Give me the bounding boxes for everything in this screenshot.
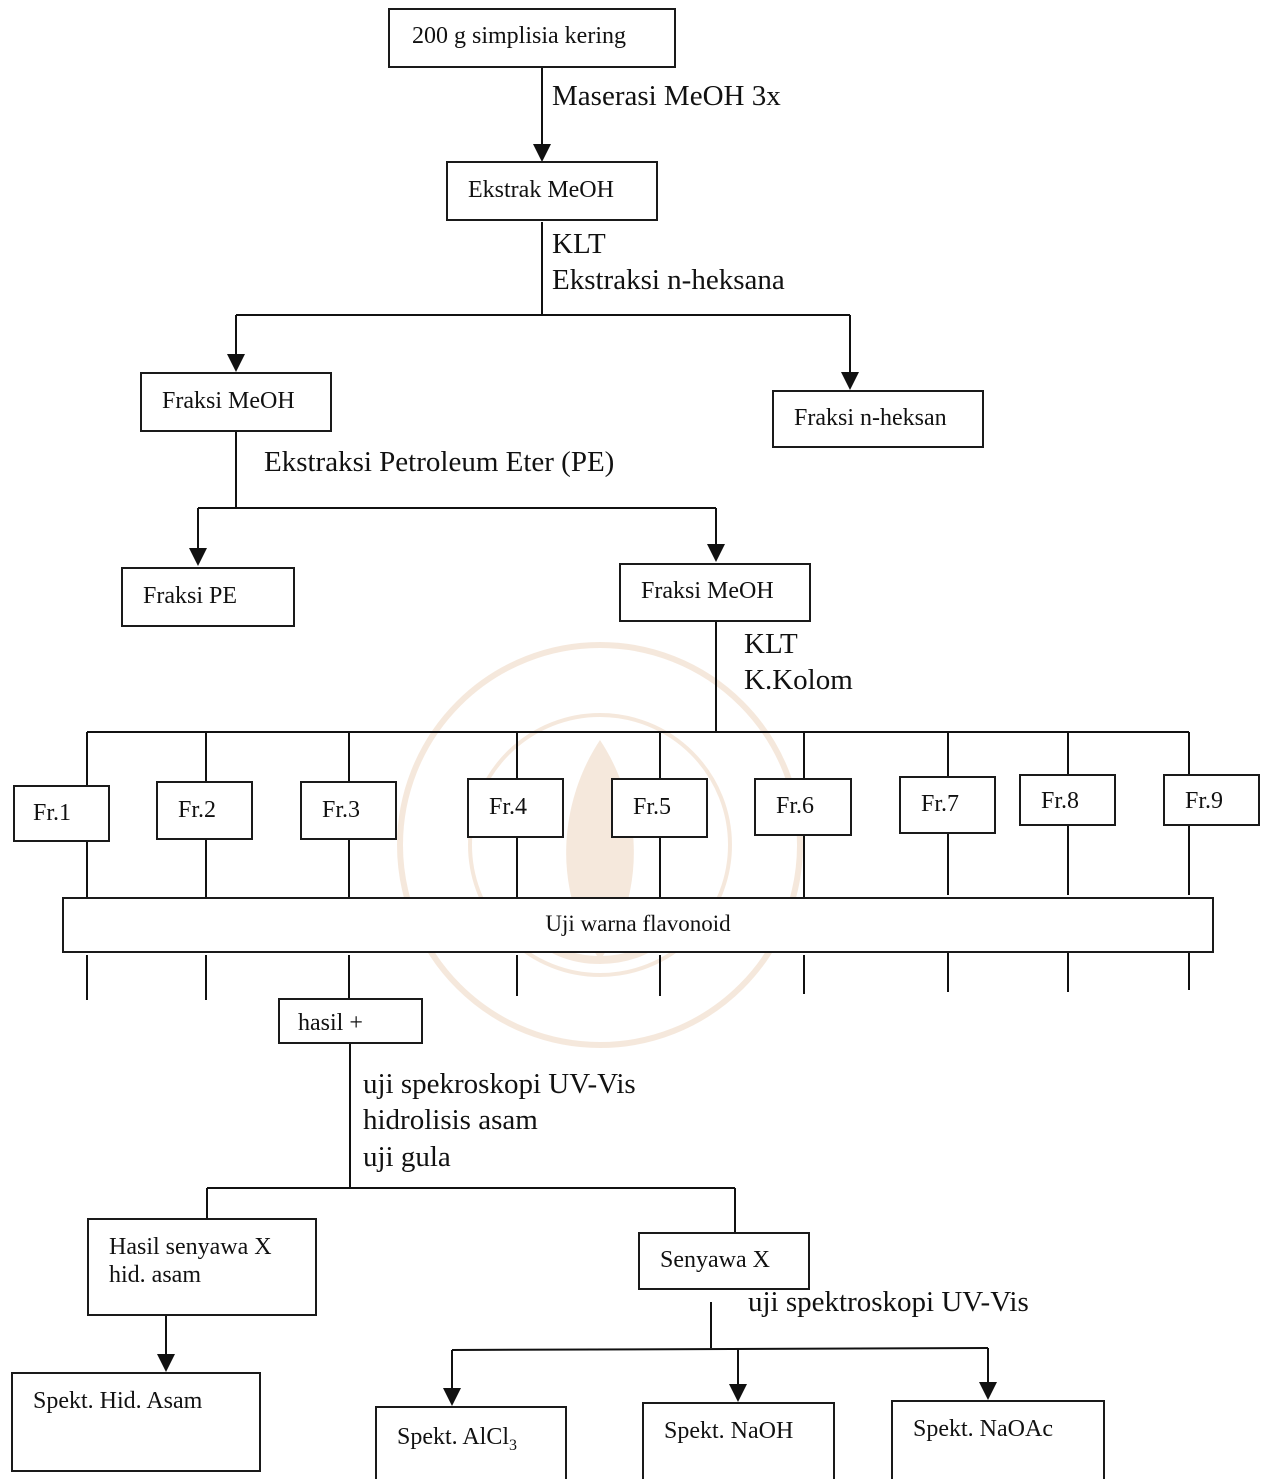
fraksi-meoh-box-2: Fraksi MeOH — [619, 563, 811, 622]
fraction-box-3: Fr.3 — [300, 781, 397, 840]
spekt-naoh-box: Spekt. NaOH — [642, 1402, 835, 1479]
uji-uv-text-2: uji spektroskopi UV-Vis — [748, 1286, 1029, 1318]
spekt-naoh-label: Spekt. NaOH — [664, 1418, 794, 1444]
uji-warna-flavonoid-label: Uji warna flavonoid — [545, 911, 731, 936]
maserasi-label: Maserasi MeOH 3x — [552, 78, 781, 114]
klt-ekstraksi-heksana-label: KLT Ekstraksi n-heksana — [552, 226, 785, 299]
fraction-label-2: Fr.2 — [178, 797, 217, 823]
fraksi-meoh-box-1: Fraksi MeOH — [140, 372, 332, 432]
fraksi-pe-box: Fraksi PE — [121, 567, 295, 627]
simplisia-label: 200 g simplisia kering — [412, 23, 626, 49]
spekt-hid-asam-box: Spekt. Hid. Asam — [11, 1372, 261, 1472]
fraction-box-1: Fr.1 — [13, 785, 110, 842]
fraction-label-9: Fr.9 — [1185, 788, 1224, 814]
fraksi-meoh-label-1: Fraksi MeOH — [162, 388, 295, 414]
fraction-box-8: Fr.8 — [1019, 774, 1116, 826]
hasil-senyawa-x-line2: hid. asam — [109, 1261, 201, 1288]
fraction-box-9: Fr.9 — [1163, 774, 1260, 826]
senyawa-x-label: Senyawa X — [660, 1247, 770, 1273]
hasil-senyawa-x-line1: Hasil senyawa X — [109, 1234, 272, 1260]
uji-uv-text: uji spekroskopi UV-Vis — [363, 1068, 636, 1100]
hasil-plus-label: hasil + — [298, 1010, 363, 1036]
klt-text-2: KLT — [744, 628, 798, 660]
fraction-label-1: Fr.1 — [33, 800, 72, 826]
uji-warna-flavonoid-box: Uji warna flavonoid — [62, 897, 1214, 953]
ekstraksi-pe-text: Ekstraksi Petroleum Eter (PE) — [264, 446, 615, 478]
spekt-hid-asam-label: Spekt. Hid. Asam — [33, 1388, 203, 1414]
fraction-label-5: Fr.5 — [633, 794, 672, 820]
fraksi-pe-label: Fraksi PE — [143, 583, 238, 609]
simplisia-box: 200 g simplisia kering — [388, 8, 676, 68]
hasil-plus-box: hasil + — [278, 998, 423, 1044]
hasil-senyawa-x-box: Hasil senyawa X hid. asam — [87, 1218, 317, 1316]
hidrolisis-text: hidrolisis asam — [363, 1104, 538, 1137]
spekt-naoac-box: Spekt. NaOAc — [891, 1400, 1105, 1479]
uji-uv-hidrolisis-gula-label: uji spekroskopi UV-Vis hidrolisis asam u… — [363, 1066, 636, 1175]
fraksi-meoh-label-2: Fraksi MeOH — [641, 578, 774, 604]
fraction-box-5: Fr.5 — [611, 778, 708, 838]
spekt-alcl3-text: Spekt. AlCl — [397, 1424, 510, 1450]
spekt-alcl3-subscript: 3 — [509, 1436, 518, 1454]
fraction-label-7: Fr.7 — [921, 791, 960, 817]
ekstrak-meoh-label: Ekstrak MeOH — [468, 177, 614, 203]
kkolom-text: K.Kolom — [744, 664, 853, 697]
fraction-box-4: Fr.4 — [467, 778, 564, 838]
klt-kkolom-label: KLT K.Kolom — [744, 626, 853, 699]
fraction-box-7: Fr.7 — [899, 776, 996, 834]
ekstraksi-heksana-text: Ekstraksi n-heksana — [552, 264, 785, 297]
ekstraksi-pe-label: Ekstraksi Petroleum Eter (PE) — [264, 444, 614, 480]
fraction-box-6: Fr.6 — [754, 778, 852, 836]
fraksi-heksan-box: Fraksi n-heksan — [772, 390, 984, 448]
klt-text-1: KLT — [552, 228, 606, 260]
fraction-label-3: Fr.3 — [322, 797, 361, 823]
fraction-label-8: Fr.8 — [1041, 788, 1080, 814]
spekt-naoac-label: Spekt. NaOAc — [913, 1416, 1053, 1442]
spekt-alcl3-box: Spekt. AlCl3 — [375, 1406, 567, 1479]
uji-uv-label-2: uji spektroskopi UV-Vis — [748, 1284, 1029, 1320]
spekt-alcl3-label: Spekt. AlCl3 — [397, 1424, 565, 1455]
ekstrak-meoh-box: Ekstrak MeOH — [446, 161, 658, 221]
senyawa-x-box: Senyawa X — [638, 1232, 810, 1290]
uji-gula-text: uji gula — [363, 1140, 451, 1173]
fraction-box-2: Fr.2 — [156, 781, 253, 840]
maserasi-text: Maserasi MeOH 3x — [552, 80, 781, 112]
fraction-label-6: Fr.6 — [776, 793, 815, 819]
fraksi-heksan-label: Fraksi n-heksan — [794, 405, 947, 431]
fraction-label-4: Fr.4 — [489, 794, 528, 820]
